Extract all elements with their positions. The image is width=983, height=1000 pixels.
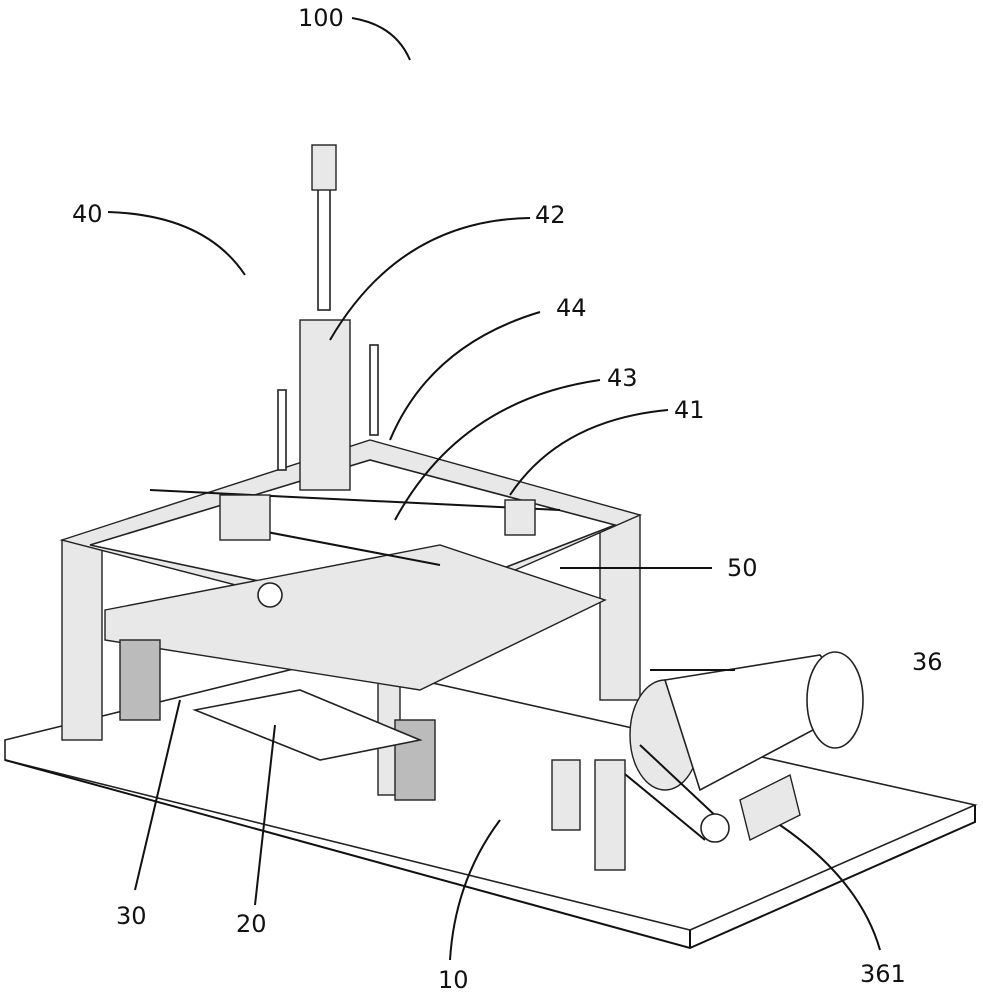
label-361: 361 [860, 960, 906, 988]
label-44: 44 [556, 294, 587, 322]
label-10: 10 [438, 966, 469, 994]
label-100: 100 [298, 4, 344, 32]
label-20: 20 [236, 910, 267, 938]
label-50: 50 [727, 554, 758, 582]
cylinder-rod [317, 179, 331, 311]
label-30: 30 [116, 902, 147, 930]
tray [192, 689, 423, 761]
conveyor-frame [104, 544, 607, 691]
label-42: 42 [535, 201, 566, 229]
label-41: 41 [674, 396, 705, 424]
label-43: 43 [607, 364, 638, 392]
label-40: 40 [72, 200, 103, 228]
motor [739, 773, 801, 842]
cylinder [299, 319, 351, 491]
label-36: 36 [912, 648, 943, 676]
